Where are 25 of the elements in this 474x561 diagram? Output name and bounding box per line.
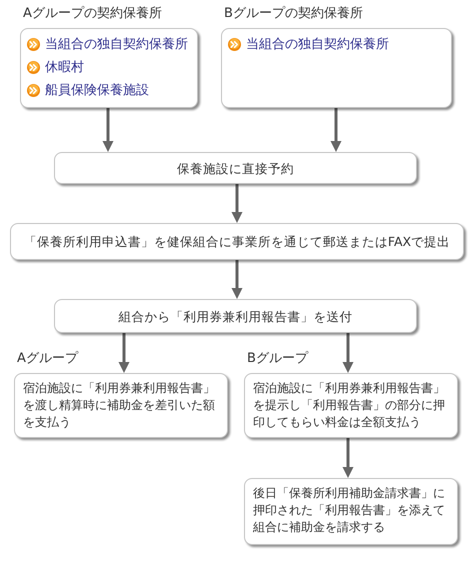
group-heading: Aグループ (17, 351, 78, 367)
group-heading: Bグループの契約保養所 (224, 6, 363, 22)
group-heading: Aグループの契約保養所 (23, 6, 162, 22)
step-text: 組合から「利用券兼利用報告書」を送付 (118, 308, 352, 324)
arrow (342, 438, 354, 478)
process-box (244, 478, 458, 545)
facility-name: 当組合の独自契約保養所 (45, 36, 188, 52)
group-heading: Bグループ (247, 351, 308, 367)
facility-name: 当組合の独自契約保養所 (246, 36, 389, 52)
step-text: 宿泊施設に「利用券兼利用報告書」を提示し「利用報告書」の部分に押印してもらい料金は全額支払う (253, 380, 446, 431)
facility-name: 休暇村 (45, 60, 84, 76)
process-box (54, 299, 417, 333)
process-box (54, 152, 417, 184)
step-text: 「保養所利用申込書」を健保組合に事業所を通じて郵送またはFAXで提出 (24, 233, 450, 250)
arrow (102, 108, 114, 152)
arrow (232, 184, 242, 223)
arrow (330, 108, 342, 152)
facility-name: 船員保険保養施設 (45, 82, 149, 98)
arrow (118, 333, 130, 373)
step-text: 保養施設に直接予約 (177, 160, 294, 176)
arrow (232, 260, 242, 299)
arrow (342, 333, 354, 373)
step-text: 後日「保養所利用補助金請求書」に押印された「利用報告書」を添えて組合に補助金を請求する (253, 485, 446, 536)
step-text: 宿泊施設に「利用券兼利用報告書」を渡し精算時に補助金を差引いた額を支払う (23, 380, 216, 431)
process-box (10, 223, 464, 260)
